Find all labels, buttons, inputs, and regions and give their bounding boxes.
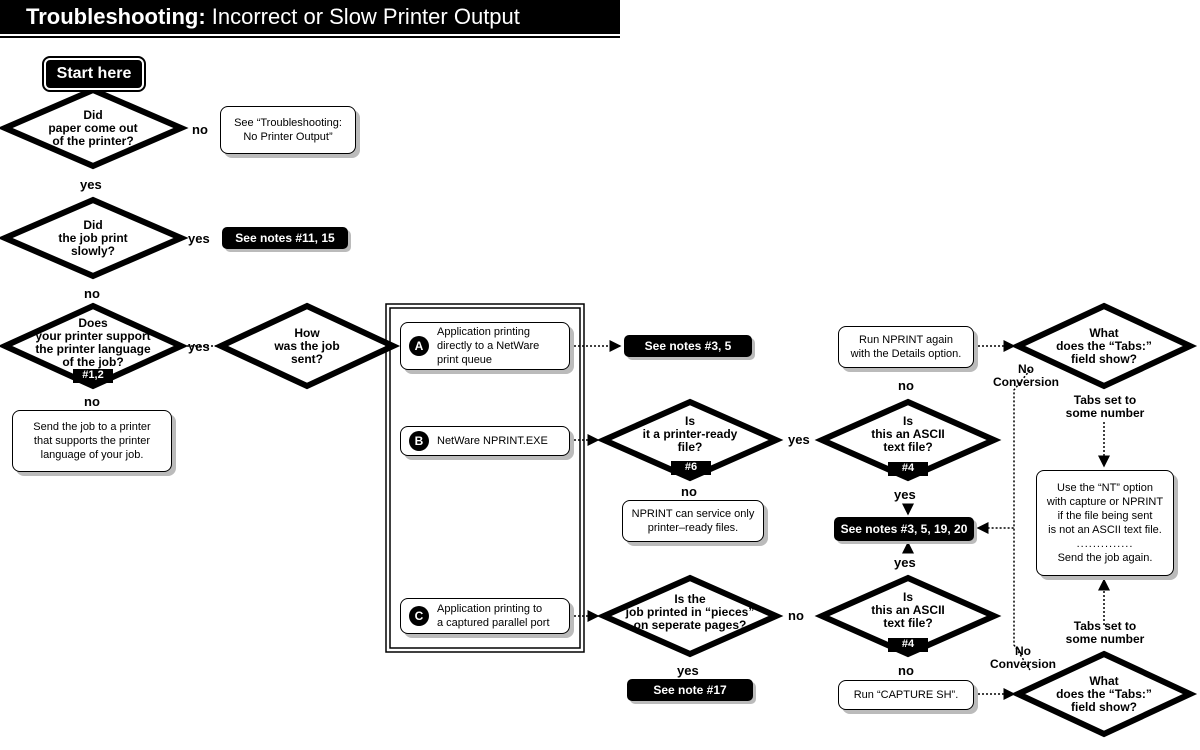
note-11-15: See notes #11, 15	[222, 227, 348, 249]
note-3-5-19-20: See notes #3, 5, 19, 20	[834, 517, 974, 541]
box-see-no-output: See “Troubleshooting:No Printer Output”	[220, 106, 356, 154]
label-no-printer-ready: no	[681, 484, 697, 499]
decision-diamond-language	[0, 302, 189, 390]
box-run-capture: Run “CAPTURE SH”.	[838, 680, 974, 710]
label-no-ascii-2: no	[898, 663, 914, 678]
label-no-slow: no	[84, 286, 100, 301]
option-c-letter: C	[409, 606, 429, 626]
start-here-badge: Start here	[42, 56, 146, 92]
label-no-pieces: no	[788, 608, 804, 623]
option-b: B NetWare NPRINT.EXE	[400, 426, 570, 456]
label-yes-ascii-1: yes	[894, 487, 916, 502]
options-frame-inner	[389, 307, 581, 649]
note-17: See note #17	[627, 679, 753, 701]
decision-diamond-paper	[0, 86, 189, 170]
title-underline	[0, 36, 620, 38]
label-yes-language: yes	[188, 339, 210, 354]
decision-diamond-slow	[0, 196, 189, 280]
label-yes-pieces: yes	[677, 663, 699, 678]
label-no-language: no	[84, 394, 100, 409]
language-note-tag: #1,2	[73, 369, 113, 383]
decision-diamond-ascii-1	[814, 398, 1002, 482]
option-b-letter: B	[409, 431, 429, 451]
decision-diamond-pieces	[596, 574, 784, 658]
ascii-1-note-tag: #4	[888, 462, 928, 476]
option-a-letter: A	[409, 336, 429, 356]
page-title: Troubleshooting: Incorrect or Slow Print…	[0, 0, 620, 34]
options-frame-outer	[385, 303, 585, 653]
decision-diamond-tabs-1	[1010, 302, 1198, 390]
ascii-2-note-tag: #4	[888, 638, 928, 652]
printer-ready-note-tag: #6	[671, 461, 711, 475]
label-no-paper: no	[192, 122, 208, 137]
label-yes-paper: yes	[80, 177, 102, 192]
decision-diamond-ascii-2	[814, 574, 1002, 658]
label-yes-slow: yes	[188, 231, 210, 246]
label-yes-ascii-2: yes	[894, 555, 916, 570]
decision-diamond-tabs-2	[1010, 650, 1198, 738]
note-3-5: See notes #3, 5	[624, 335, 752, 357]
decision-diamond-printer-ready	[596, 398, 784, 482]
label-no-ascii-1: no	[898, 378, 914, 393]
label-yes-printer-ready: yes	[788, 432, 810, 447]
decision-diamond-how-sent	[213, 302, 401, 390]
